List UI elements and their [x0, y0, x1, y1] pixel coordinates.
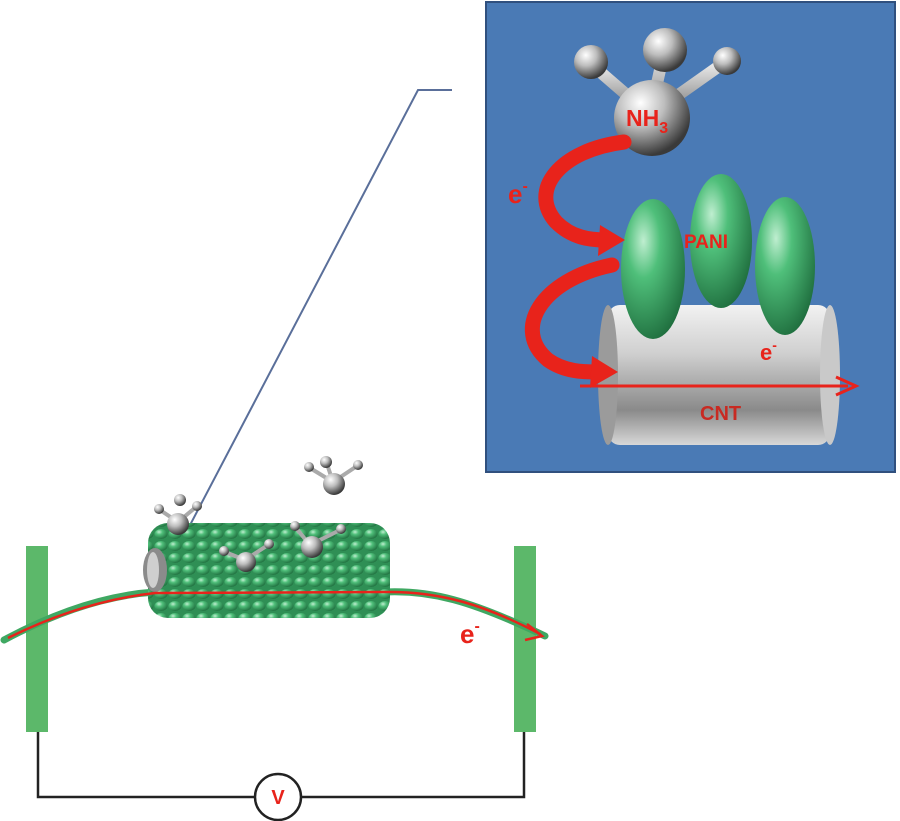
circuit-wire-left [36, 730, 255, 799]
pani-label: PANI [684, 232, 728, 253]
cnt-label: CNT [700, 403, 741, 425]
sensor-device: V e- [0, 456, 549, 821]
circuit-wire-right [300, 730, 526, 799]
ammonia-molecule-small [219, 539, 274, 572]
pani-particle [621, 199, 685, 339]
ammonia-label: NH3 [626, 105, 668, 137]
current-arrowhead [524, 623, 545, 642]
ammonia-molecule [574, 28, 741, 156]
ammonia-molecule-small [290, 521, 346, 558]
electron-transfer-arrows [524, 134, 632, 388]
voltmeter-label: V [271, 787, 285, 809]
device-electron-label: e- [460, 618, 480, 649]
inset-panel: NH3 PANI e- e- CNT [485, 1, 896, 473]
cnt-current-arrow [580, 375, 860, 397]
pani-particle [690, 174, 752, 308]
ammonia-molecule-small [154, 494, 202, 535]
current-path [7, 590, 541, 640]
pani-cnt-bundle [143, 523, 390, 618]
voltmeter: V [253, 772, 303, 821]
pani-particle [755, 197, 815, 335]
ammonia-molecule-small [304, 456, 363, 495]
inset-electron-label: e- [508, 178, 528, 209]
pani-ellipsoids [621, 174, 815, 339]
callout-line [177, 89, 452, 549]
cnt-electron-label: e- [760, 337, 777, 365]
cnt-cylinder [598, 305, 840, 445]
electrode-left [26, 546, 48, 732]
